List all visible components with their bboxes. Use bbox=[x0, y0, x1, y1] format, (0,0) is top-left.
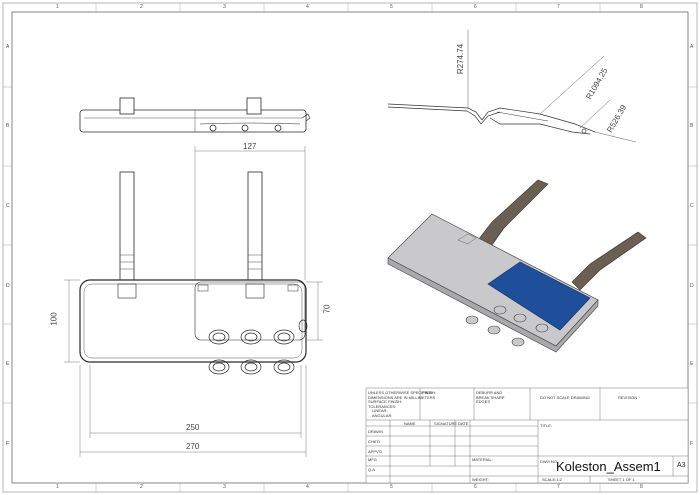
finish-label: FINISH: bbox=[422, 390, 437, 395]
scale-label: SCALE:1:2 bbox=[542, 477, 562, 482]
deburr-note: DEBURR AND BREAK SHARP EDGES bbox=[476, 390, 505, 405]
row-checked: CHK'D bbox=[368, 439, 381, 444]
zone-row: C bbox=[6, 203, 10, 209]
isometric-view bbox=[387, 179, 647, 353]
radius-label: R274.74 bbox=[456, 43, 466, 75]
row-mfg: MFG bbox=[368, 457, 377, 462]
zone-row: B bbox=[6, 123, 10, 129]
dimension-70: 70 bbox=[322, 304, 332, 314]
zone-col: 8 bbox=[640, 4, 643, 10]
zone-col: 1 bbox=[56, 4, 59, 10]
zone-row: E bbox=[690, 361, 694, 367]
header-name: NAME bbox=[404, 421, 416, 426]
dimension-100: 100 bbox=[49, 312, 59, 326]
header-signature: SIGNATURE bbox=[434, 421, 458, 426]
zone-col: 5 bbox=[390, 484, 393, 490]
sheet-size: A3 bbox=[677, 462, 686, 469]
title-block bbox=[365, 387, 689, 484]
drawing-name: Koleston_Assem1 bbox=[556, 459, 661, 474]
zone-col: 1 bbox=[56, 484, 59, 490]
sheet-label: SHEET 1 OF 1 bbox=[608, 477, 635, 482]
dwg-no-label: DWG NO. bbox=[540, 459, 558, 464]
zone-row: A bbox=[6, 44, 10, 50]
zone-col: 4 bbox=[306, 484, 309, 490]
zone-col: 5 bbox=[390, 4, 393, 10]
zone-col: 2 bbox=[140, 484, 143, 490]
zone-row: D bbox=[6, 283, 10, 289]
zone-col: 8 bbox=[640, 484, 643, 490]
zone-row: F bbox=[690, 441, 694, 447]
zone-col: 4 bbox=[306, 4, 309, 10]
zone-row: E bbox=[6, 361, 10, 367]
weight-label: WEIGHT: bbox=[472, 477, 489, 482]
row-approved: APPV'D bbox=[368, 449, 383, 454]
header-date: DATE bbox=[458, 421, 469, 426]
profile-view bbox=[387, 30, 637, 143]
zone-row: F bbox=[6, 441, 10, 447]
zone-col: 3 bbox=[223, 4, 226, 10]
zone-col: 6 bbox=[474, 4, 477, 10]
zone-col: 6 bbox=[474, 484, 477, 490]
dimension-270: 270 bbox=[186, 442, 200, 451]
dimension-250: 250 bbox=[186, 423, 200, 432]
dimension-lines bbox=[64, 146, 323, 457]
zone-row: A bbox=[690, 44, 694, 50]
zone-row: D bbox=[690, 283, 694, 289]
do-not-scale: DO NOT SCALE DRAWING bbox=[540, 395, 591, 400]
title-label: TITLE: bbox=[540, 423, 553, 428]
plan-view bbox=[79, 171, 308, 375]
zone-row: B bbox=[690, 123, 694, 129]
material-label: MATERIAL: bbox=[472, 457, 493, 462]
zone-col: 7 bbox=[557, 484, 560, 490]
dimension-127: 127 bbox=[243, 142, 257, 151]
tolerance-note: UNLESS OTHERWISE SPECIFIED: DIMENSIONS A… bbox=[368, 390, 436, 418]
side-view bbox=[79, 97, 311, 133]
row-drawn: DRAWN bbox=[368, 429, 383, 434]
revision-label: REVISION bbox=[618, 395, 638, 400]
row-qa: Q.A bbox=[368, 467, 375, 472]
zone-col: 2 bbox=[140, 4, 143, 10]
zone-col: 7 bbox=[557, 4, 560, 10]
zone-row: C bbox=[690, 203, 694, 209]
zone-col: 3 bbox=[223, 484, 226, 490]
